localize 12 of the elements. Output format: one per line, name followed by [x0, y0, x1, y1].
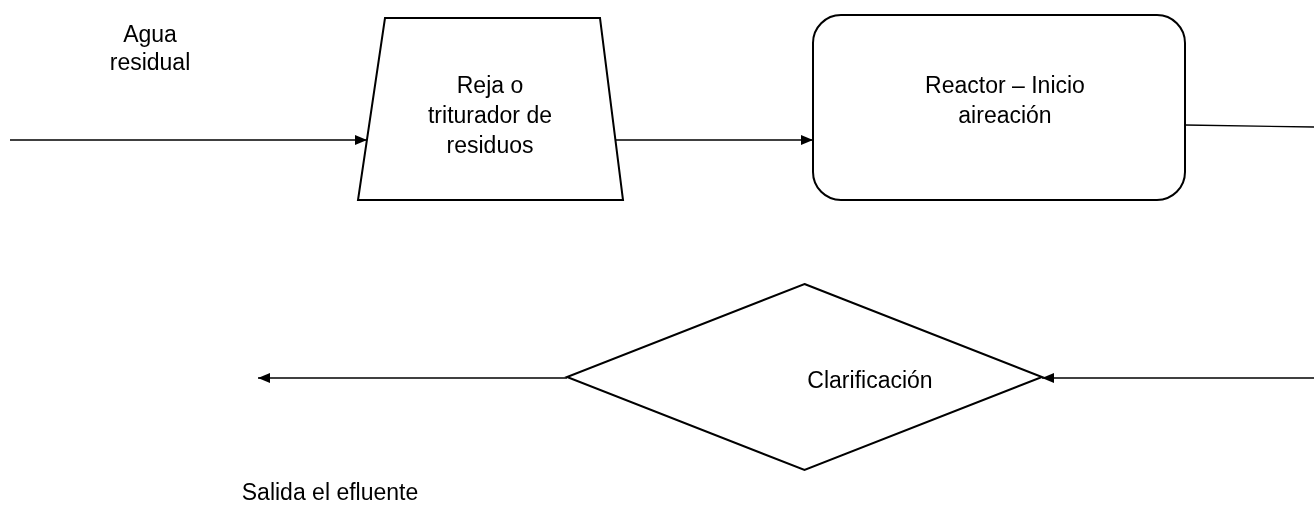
arrow [9, 135, 368, 145]
rounded-box [812, 14, 1186, 201]
trapezoid-shape [356, 17, 625, 201]
node-label: Reactor – Inicio aireación [924, 71, 1086, 130]
node-label: Reja o triturador de residuos [427, 71, 553, 160]
decision-diamond [564, 282, 1045, 472]
edge-label: Agua residual [109, 21, 191, 75]
node-label: Clarificación [807, 366, 933, 395]
edge-label: Salida el efluente [241, 479, 419, 505]
arrow [1041, 373, 1314, 383]
arrow [614, 135, 814, 145]
arrow [257, 373, 568, 383]
